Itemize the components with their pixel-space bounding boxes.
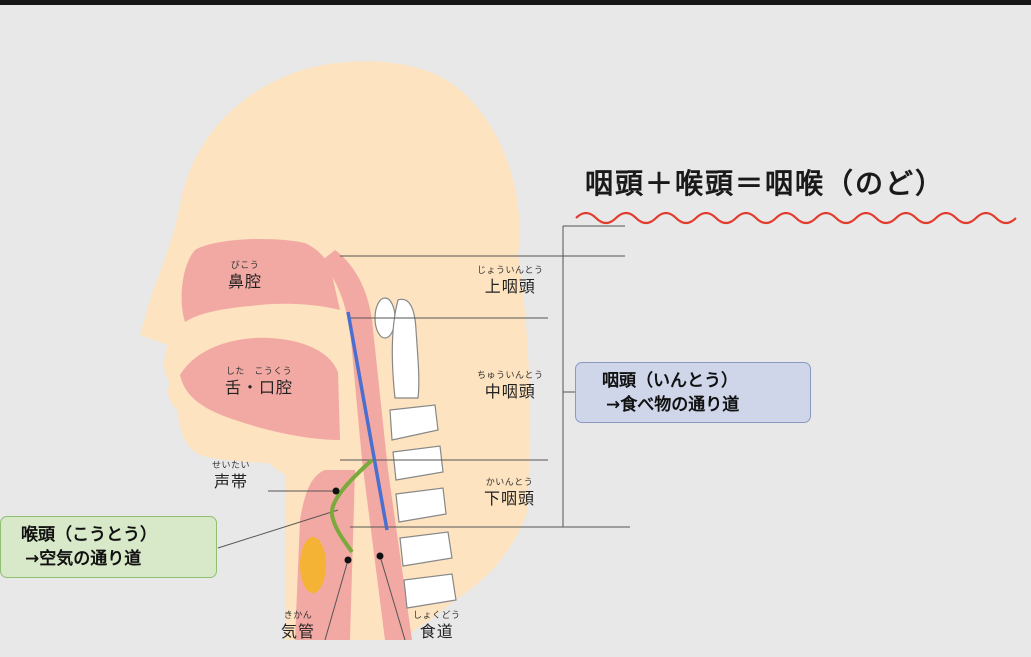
larynx-callout-box: 喉頭（こうとう） →空気の通り道 bbox=[0, 516, 217, 578]
larynx-line bbox=[329, 458, 374, 554]
title-wavy-underline bbox=[575, 211, 1017, 225]
tongue-shape bbox=[180, 337, 340, 440]
nasal-cavity-shape bbox=[181, 238, 340, 322]
label-nasopharynx: じょういんとう 上咽頭 bbox=[477, 266, 544, 296]
larynx-box-line2: →空気の通り道 bbox=[25, 548, 142, 569]
pharynx-box-line2: →食べ物の通り道 bbox=[606, 394, 740, 415]
label-trachea: きかん 気管 bbox=[281, 611, 316, 641]
page-title: 咽頭＋喉頭＝咽喉（のど） bbox=[585, 167, 946, 200]
label-hypopharynx: かいんとう 下咽頭 bbox=[484, 478, 536, 508]
window-top-bar bbox=[0, 0, 1031, 5]
label-vocal-cords: せいたい 声帯 bbox=[212, 461, 251, 491]
vertebrae bbox=[374, 297, 457, 609]
larynx-box-line1: 喉頭（こうとう） bbox=[21, 525, 157, 545]
label-oropharynx: ちゅういんとう 中咽頭 bbox=[477, 371, 544, 401]
pharynx-callout-box: 咽頭（いんとう） →食べ物の通り道 bbox=[575, 362, 811, 423]
pharynx-line bbox=[346, 311, 389, 531]
label-esophagus: しょくどう 食道 bbox=[413, 611, 461, 641]
thyroid-shape bbox=[300, 537, 326, 593]
label-nasal-cavity: びこう 鼻腔 bbox=[228, 261, 263, 291]
pharynx-tube bbox=[320, 250, 412, 640]
label-tongue-oral: した こうくう 舌・口腔 bbox=[225, 367, 294, 397]
pharynx-box-line1: 咽頭（いんとう） bbox=[602, 371, 738, 391]
